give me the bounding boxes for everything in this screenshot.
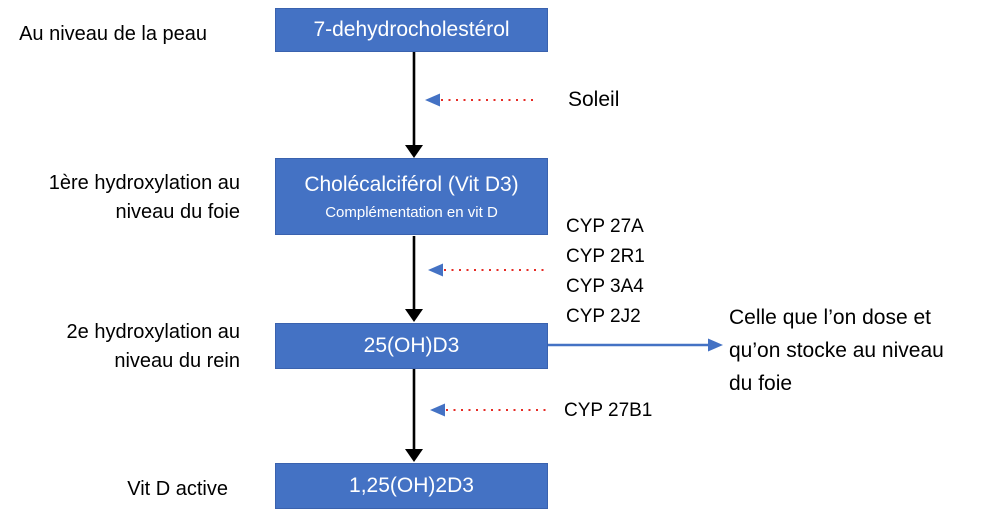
box-7-dehydrocholesterol: 7-dehydrocholestérol [275,8,548,52]
dose-note-line: Celle que l’on dose et [729,306,931,329]
cyp-enzyme-item: CYP 3A4 [566,276,644,297]
dose-note-line: du foie [729,372,793,395]
stage-label-line: niveau du foie [115,201,240,223]
soleil-arrow [425,93,534,107]
cyp-enzyme-item: CYP 27A [566,216,644,237]
stage-label-line: Au niveau de la peau [19,23,207,45]
stage-label-line: Vit D active [127,478,228,500]
dose-note-line: qu’on stocke au niveau [729,339,944,362]
flow-arrow-skin-to-liver [405,52,423,158]
flow-arrow-kidney-to-active [405,369,423,462]
cyp-27b1-arrow [430,403,551,417]
flow-arrow-liver-to-kidney [405,236,423,322]
stage-label-line: niveau du rein [114,350,240,372]
dose-note: Celle que l’on dose et qu’on stocke au n… [729,301,944,400]
stage-label-skin: Au niveau de la peau [19,20,207,49]
box-label: Cholécalciférol (Vit D3) [304,172,519,196]
stage-label-liver-hydroxylation: 1ère hydroxylation au niveau du foie [49,169,240,227]
box-25ohd3: 25(OH)D3 [275,323,548,369]
cyp-enzyme-item: CYP 2R1 [566,246,645,267]
cyp-enzyme-list: CYP 27A CYP 2R1 CYP 3A4 CYP 2J2 [566,212,645,332]
box-label: 7-dehydrocholestérol [313,18,510,41]
box-label: 1,25(OH)2D3 [349,474,474,497]
cyp-enzymes-arrow [428,263,546,277]
stage-label-line: 1ère hydroxylation au [48,172,240,194]
box-cholecalciferol: Cholécalciférol (Vit D3) Complémentation… [275,158,548,235]
cyp-27b1-label: CYP 27B1 [564,400,653,421]
box-label: 25(OH)D3 [363,334,460,357]
box-sublabel: Complémentation en vit D [325,203,498,221]
stage-label-kidney-hydroxylation: 2e hydroxylation au niveau du rein [67,318,240,376]
soleil-label: Soleil [568,88,620,111]
cyp-enzyme-item: CYP 2J2 [566,306,641,327]
dose-note-arrow [548,338,723,352]
stage-label-active-vitd: Vit D active [127,475,228,504]
stage-label-line: 2e hydroxylation au [66,321,240,343]
box-125oh2d3: 1,25(OH)2D3 [275,463,548,509]
